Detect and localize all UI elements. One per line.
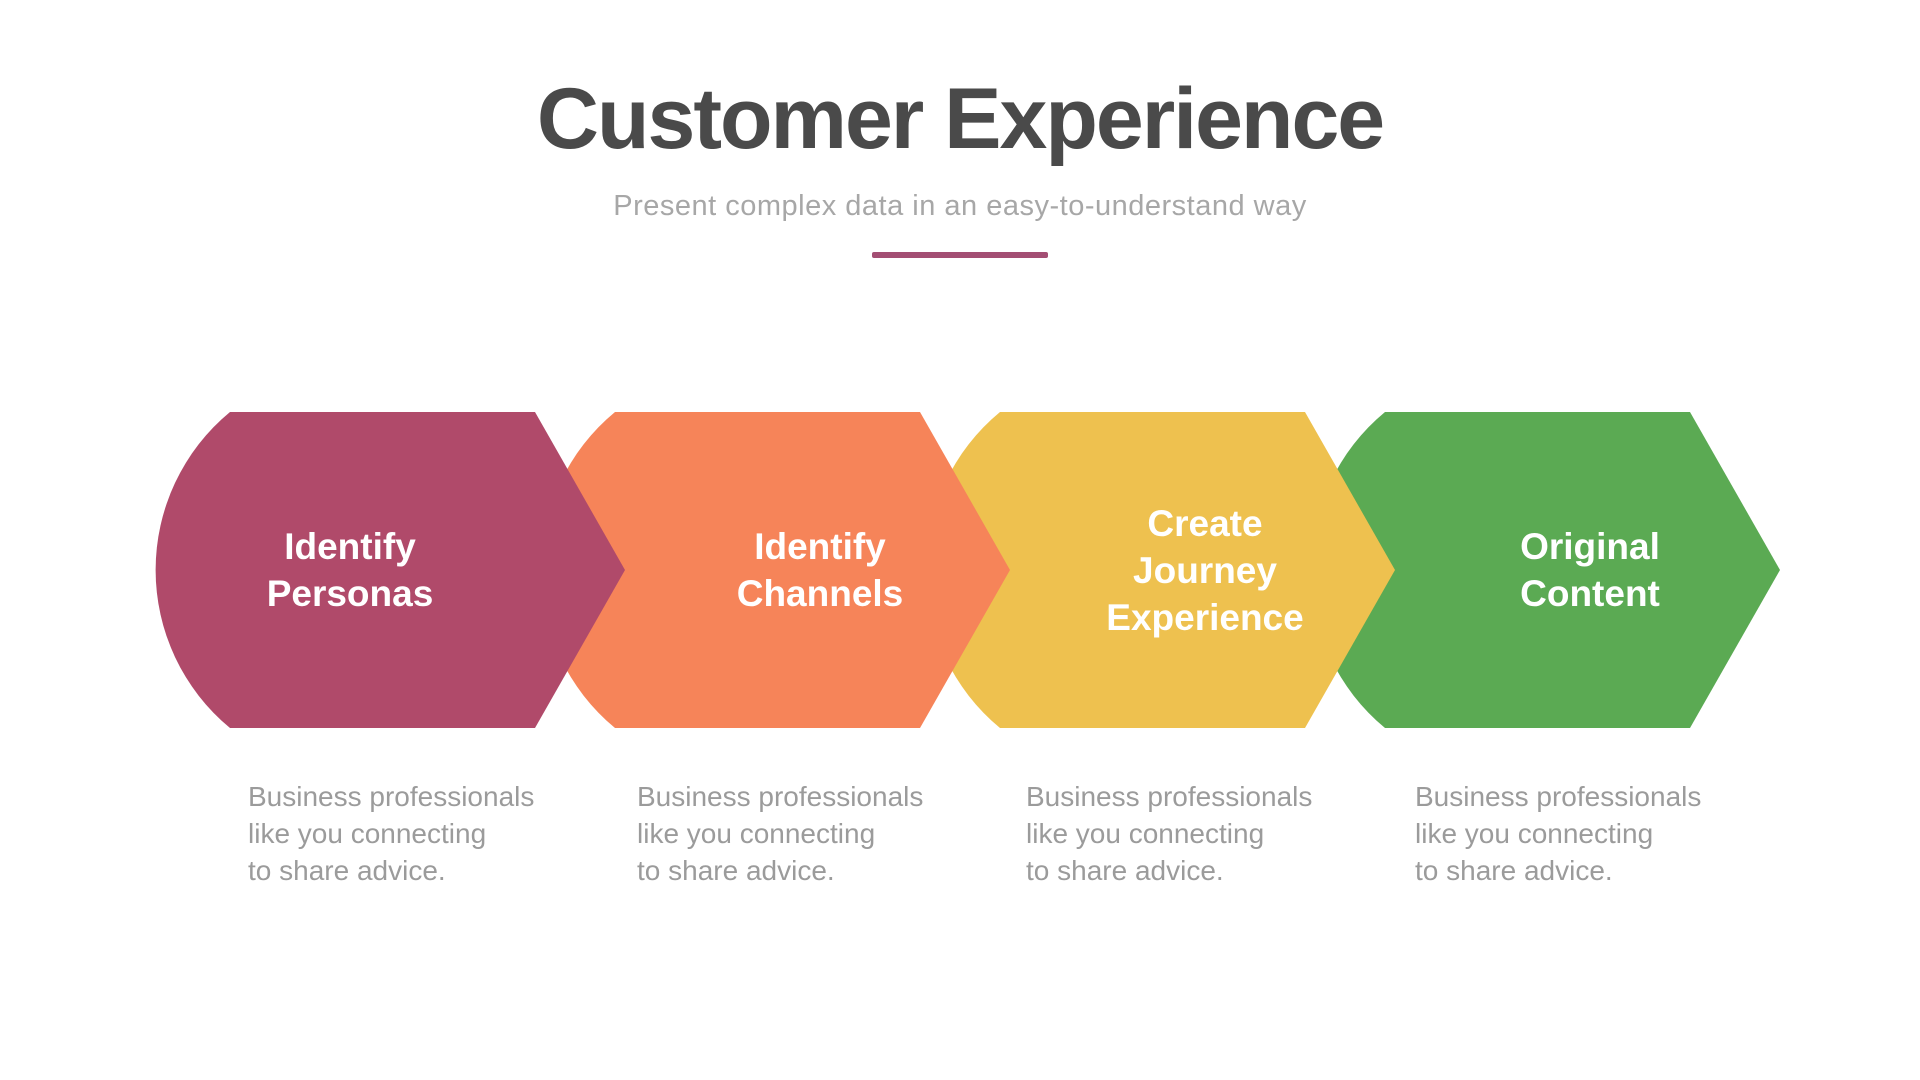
step-1-chevron-shape — [155, 412, 625, 728]
title-divider — [872, 252, 1048, 258]
step-2-description: Business professionals like you connecti… — [637, 781, 924, 886]
step-2-label: Identify Channels — [736, 526, 904, 614]
step-4-chevron-path — [1310, 412, 1780, 728]
step-4-description: Business professionals like you connecti… — [1415, 781, 1702, 886]
step-2-chevron-shape — [540, 412, 1010, 728]
step-4-label: Original Content — [1520, 526, 1660, 614]
step-1-chevron-path — [155, 412, 625, 728]
step-3-chevron-shape — [925, 412, 1395, 728]
step-1-label: Identify Personas — [266, 526, 434, 614]
step-4-chevron-shape — [1310, 412, 1780, 728]
page-subtitle: Present complex data in an easy-to-under… — [613, 190, 1307, 222]
step-3-description: Business professionals like you connecti… — [1026, 781, 1313, 886]
step-3-label: Create Journey Experience — [1106, 502, 1304, 638]
step-1-description: Business professionals like you connecti… — [248, 781, 535, 886]
step-3-chevron-path — [925, 412, 1395, 728]
page-title: Customer Experience — [536, 71, 1385, 167]
step-2-chevron-path — [540, 412, 1010, 728]
